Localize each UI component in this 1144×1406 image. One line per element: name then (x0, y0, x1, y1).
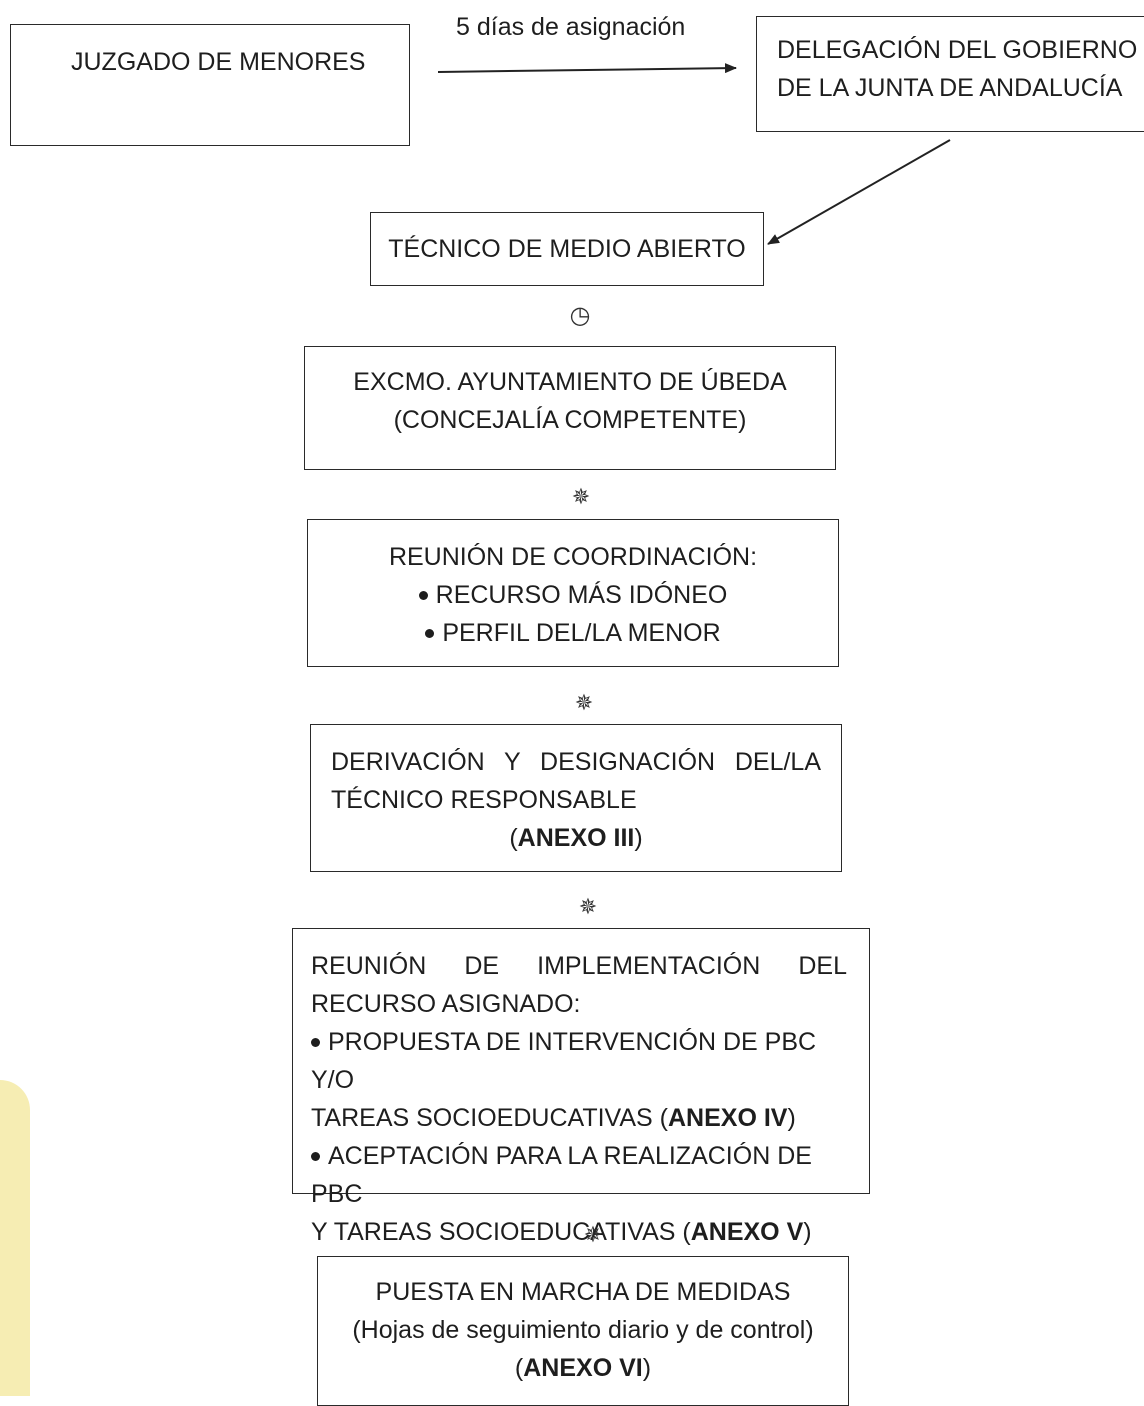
node-ayuntamiento-ubeda: EXCMO. AYUNTAMIENTO DE ÚBEDA (CONCEJALÍA… (304, 346, 836, 470)
node-derivacion-annex-line: (ANEXO III) (509, 824, 643, 852)
node-implementacion-bullet-2-cont: Y TAREAS SOCIOEDUCATIVAS (ANEXO V) (311, 1218, 812, 1246)
node-implementacion-bullet-2-cont-text: Y TAREAS SOCIOEDUCATIVAS ( (311, 1218, 691, 1246)
node-reunion-coordinacion: REUNIÓN DE COORDINACIÓN: RECURSO MÁS IDÓ… (307, 519, 839, 667)
annex-vi-reference: ANEXO VI (523, 1354, 643, 1382)
arrow-juzgado-to-delegacion (437, 63, 737, 74)
node-coordinacion-bullet-1: RECURSO MÁS IDÓNEO (308, 576, 838, 614)
node-delegacion-line-2: DE LA JUNTA DE ANDALUCÍA (777, 74, 1123, 102)
node-delegacion-line-1: DELEGACIÓN DEL GOBIERNO (777, 36, 1138, 64)
node-puesta-en-marcha: PUESTA EN MARCHA DE MEDIDAS (Hojas de se… (317, 1256, 849, 1406)
clock-icon: ◷ (569, 302, 591, 329)
node-coordinacion-bullet-2: PERFIL DEL/LA MENOR (308, 614, 838, 652)
node-implementacion-line-2: RECURSO ASIGNADO: (311, 990, 581, 1018)
edge-label-assignment-days: 5 días de asignación (456, 13, 686, 41)
node-tecnico-label: TÉCNICO DE MEDIO ABIERTO (388, 235, 746, 263)
arrow-delegacion-to-tecnico (767, 139, 951, 245)
node-puesta-line-2: (Hojas de seguimiento diario y de contro… (352, 1316, 814, 1344)
annex-iv-reference: ANEXO IV (668, 1104, 788, 1132)
node-tecnico-medio-abierto: TÉCNICO DE MEDIO ABIERTO (370, 212, 764, 286)
node-ayuntamiento-line-1: EXCMO. AYUNTAMIENTO DE ÚBEDA (353, 368, 787, 396)
node-juzgado-de-menores: JUZGADO DE MENORES (10, 24, 410, 146)
node-ayuntamiento-line-2: (CONCEJALÍA COMPETENTE) (393, 406, 747, 434)
node-derivacion-line-1: DERIVACIÓN Y DESIGNACIÓN DEL/LA (331, 748, 821, 776)
star-icon: ✵ (578, 894, 598, 919)
node-derivacion-line-2: TÉCNICO RESPONSABLE (331, 786, 637, 814)
node-puesta-line-1: PUESTA EN MARCHA DE MEDIDAS (375, 1278, 791, 1306)
node-implementacion-bullet-1: PROPUESTA DE INTERVENCIÓN DE PBC Y/O (311, 1023, 847, 1099)
node-juzgado-label: JUZGADO DE MENORES (71, 48, 366, 76)
node-reunion-implementacion: REUNIÓN DE IMPLEMENTACIÓN DEL RECURSO AS… (292, 928, 870, 1246)
node-delegacion-gobierno: DELEGACIÓN DEL GOBIERNO DE LA JUNTA DE A… (756, 16, 1144, 132)
node-implementacion-bullet-1-cont: TAREAS SOCIOEDUCATIVAS (ANEXO IV) (311, 1104, 796, 1132)
node-coordinacion-title: REUNIÓN DE COORDINACIÓN: (388, 543, 758, 571)
background-watermark-shape (0, 1080, 30, 1396)
node-puesta-annex-line: (ANEXO VI) (514, 1354, 652, 1382)
annex-iii-reference: ANEXO III (517, 824, 635, 852)
node-implementacion-bullet-2: ACEPTACIÓN PARA LA REALIZACIÓN DE PBC (311, 1137, 847, 1213)
node-implementacion-bullet-1-cont-text: TAREAS SOCIOEDUCATIVAS ( (311, 1104, 668, 1132)
node-derivacion-designacion: DERIVACIÓN Y DESIGNACIÓN DEL/LA TÉCNICO … (310, 724, 842, 872)
star-icon: ✵ (571, 484, 591, 509)
annex-v-reference: ANEXO V (690, 1218, 804, 1246)
star-icon: ✵ (583, 1222, 603, 1247)
star-icon: ✵ (574, 690, 594, 715)
node-implementacion-line-1: REUNIÓN DE IMPLEMENTACIÓN DEL (311, 952, 847, 980)
